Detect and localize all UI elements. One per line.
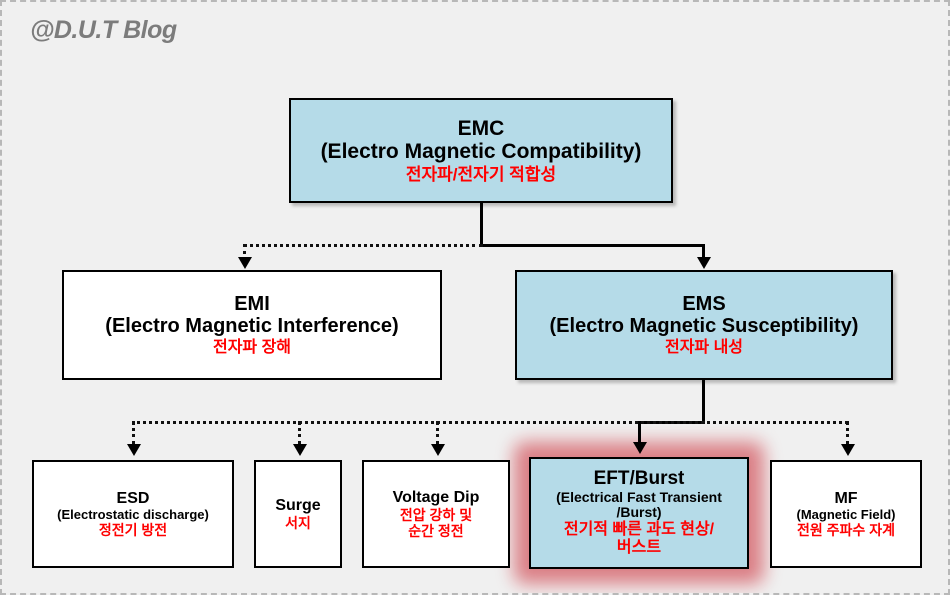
watermark-label: @D.U.T Blog [30,16,177,44]
node-emc-korean: 전자파/전자기 적합성 [405,164,557,184]
arrow-into-mf [841,444,855,456]
node-esd-acronym: ESD [116,489,150,507]
node-emc-expansion: (Electro Magnetic Compatibility) [320,140,642,164]
node-mf-acronym: MF [834,489,858,507]
node-eft-burst-korean-line2: 버스트 [616,539,662,557]
node-mf[interactable]: MF (Magnetic Field) 전원 주파수 자계 [770,460,922,568]
node-ems-expansion: (Electro Magnetic Susceptibility) [549,315,859,338]
node-surge-korean: 서지 [285,514,311,531]
edge-bus-to-mf [846,421,849,445]
node-eft-burst-korean-line1: 전기적 빠른 과도 현상/ [563,520,715,538]
edge-bus-to-voltage-dip [436,421,439,445]
node-eft-burst-acronym: EFT/Burst [593,468,685,490]
edge-ems-trunk [702,380,705,422]
node-ems-acronym: EMS [682,292,726,315]
node-emc-acronym: EMC [457,116,505,140]
node-emi-acronym: EMI [234,292,270,315]
arrow-into-emi [238,257,252,269]
edge-emc-to-ems-horizontal [480,244,704,247]
node-esd-expansion: (Electrostatic discharge) [57,506,209,522]
edge-emc-trunk [480,203,483,245]
edge-emc-to-emi-horizontal [243,244,483,247]
node-mf-korean: 전원 주파수 자계 [797,522,895,539]
node-surge-acronym: Surge [275,497,321,514]
edge-emc-to-emi-vertical [243,244,246,260]
node-voltage-dip-korean-line2: 순간 정전 [408,522,464,539]
node-ems[interactable]: EMS (Electro Magnetic Susceptibility) 전자… [515,270,893,380]
node-esd-korean: 정전기 방전 [98,522,168,539]
node-emc[interactable]: EMC (Electro Magnetic Compatibility) 전자파… [289,98,673,203]
node-emi[interactable]: EMI (Electro Magnetic Interference) 전자파 … [62,270,442,380]
node-eft-burst-expansion-line1: (Electrical Fast Transient [556,488,722,505]
edge-bus-right-dotted [702,421,848,424]
node-voltage-dip-korean-line1: 전압 강하 및 [399,506,473,523]
node-voltage-dip-acronym: Voltage Dip [392,488,480,506]
edge-emc-to-ems-vertical [702,244,705,260]
node-esd[interactable]: ESD (Electrostatic discharge) 정전기 방전 [32,460,234,568]
node-mf-expansion: (Magnetic Field) [796,506,896,522]
node-voltage-dip[interactable]: Voltage Dip 전압 강하 및 순간 정전 [362,460,510,568]
arrow-into-voltage-dip [431,444,445,456]
node-surge[interactable]: Surge 서지 [254,460,342,568]
node-eft-burst[interactable]: EFT/Burst (Electrical Fast Transient /Bu… [529,457,749,569]
node-emi-korean: 전자파 장해 [212,338,292,356]
node-emi-expansion: (Electro Magnetic Interference) [105,315,399,338]
edge-ems-to-eft-vertical [638,421,641,445]
node-ems-korean: 전자파 내성 [664,338,744,356]
arrow-into-esd [127,444,141,456]
node-eft-burst-expansion-line2: /Burst) [616,504,662,521]
edge-bus-left-dotted [132,421,704,424]
edge-bus-to-esd [132,421,135,445]
arrow-into-ems [697,257,711,269]
edge-bus-to-surge [298,421,301,445]
arrow-into-eft-burst [633,442,647,454]
arrow-into-surge [293,444,307,456]
